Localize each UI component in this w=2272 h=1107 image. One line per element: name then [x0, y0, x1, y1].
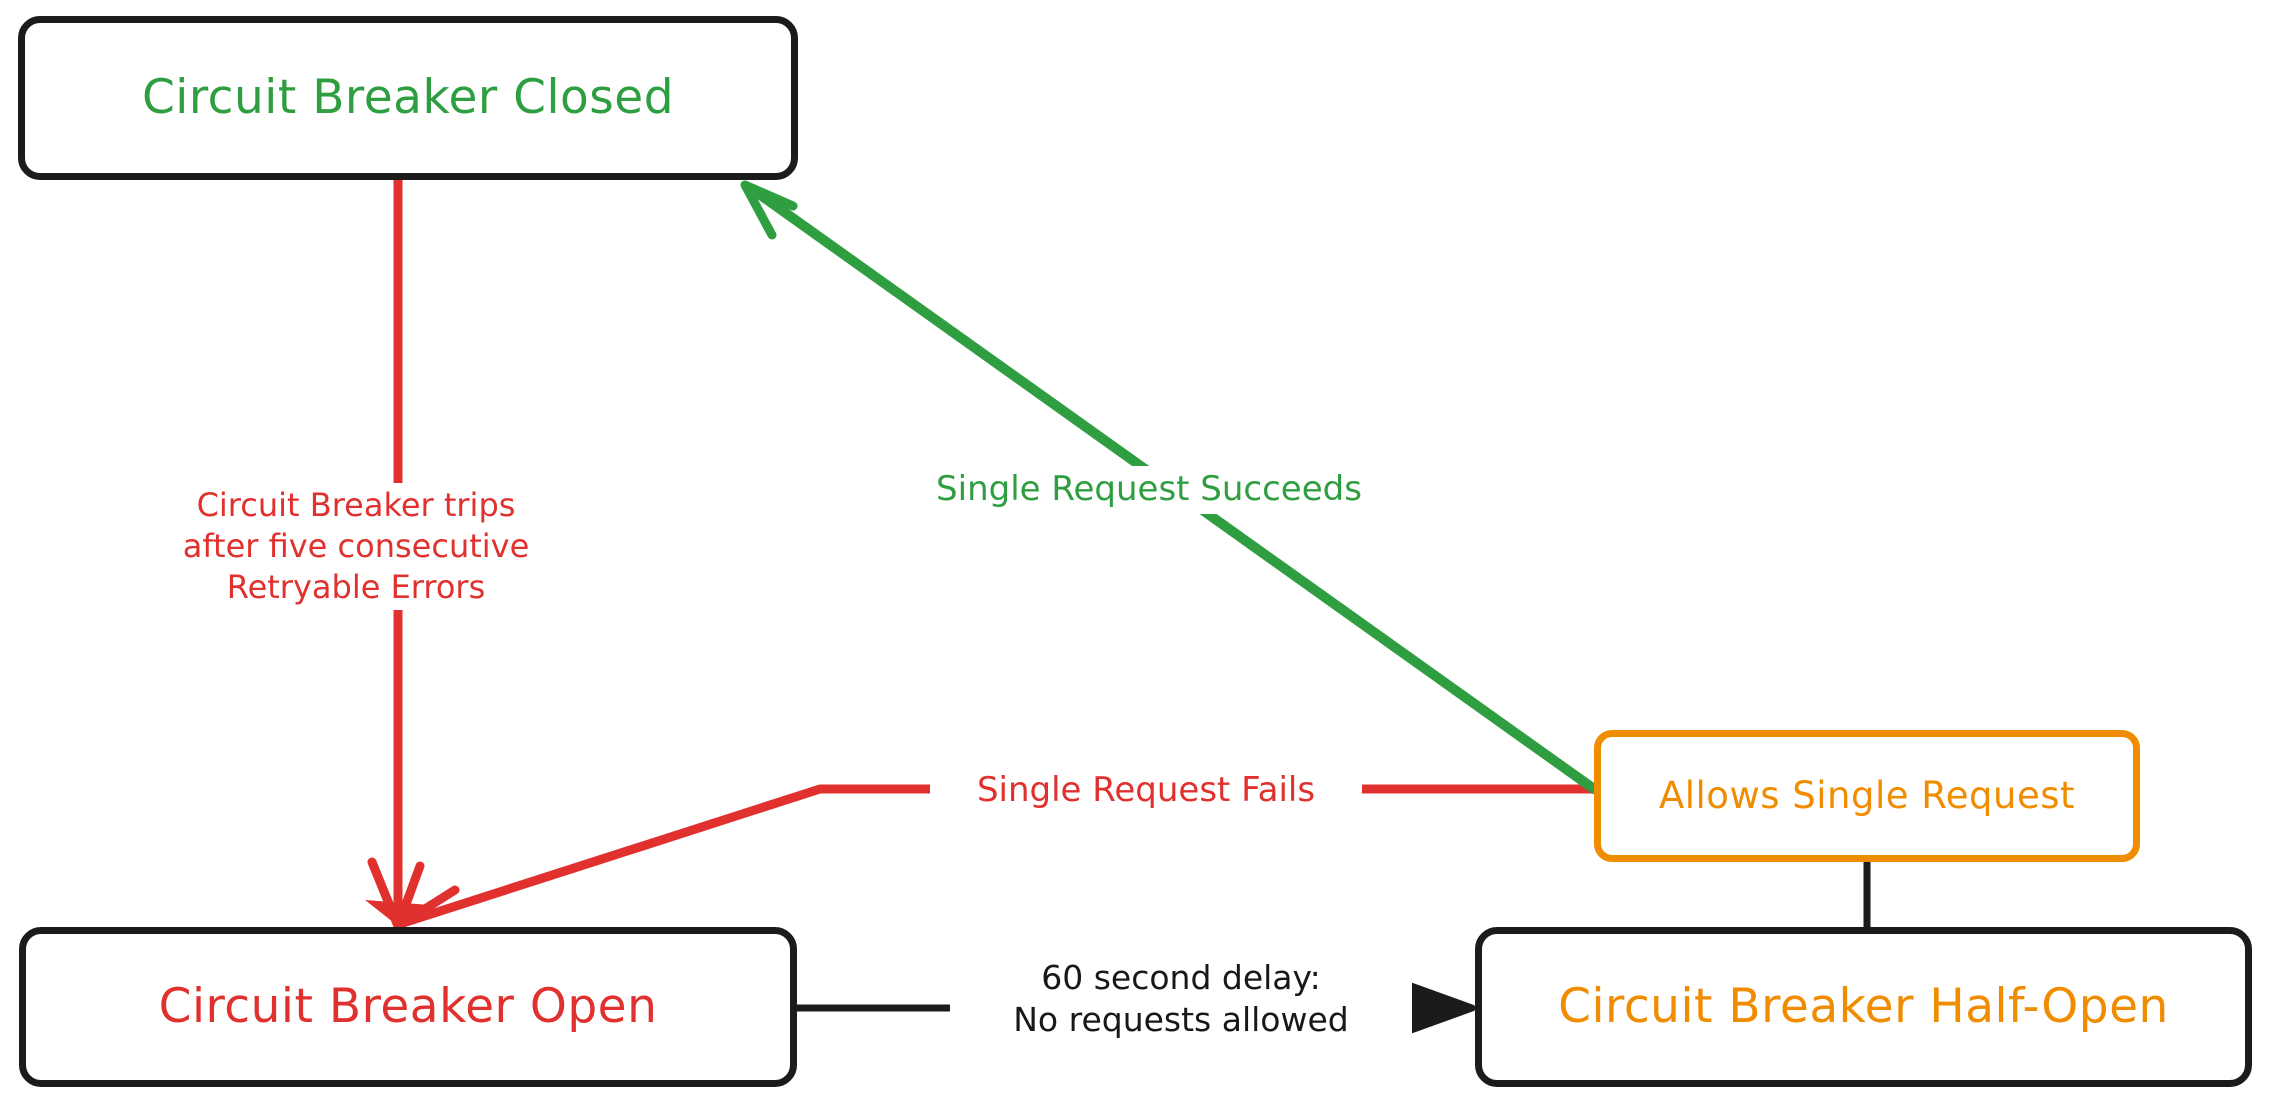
edge-label-single-request-fails: Single Request Fails — [930, 767, 1362, 815]
edge-label-trips: Circuit Breaker trips after five consecu… — [150, 483, 562, 610]
node-allows-single-request-label: Allows Single Request — [1658, 773, 2076, 817]
node-open-label: Circuit Breaker Open — [158, 978, 658, 1034]
node-half-open-label: Circuit Breaker Half-Open — [1558, 978, 2169, 1034]
edge-label-60-second-delay: 60 second delay: No requests allowed — [950, 955, 1412, 1044]
edge-label-single-request-succeeds: Single Request Succeeds — [893, 466, 1405, 514]
node-circuit-breaker-open[interactable]: Circuit Breaker Open — [19, 927, 797, 1087]
node-allows-single-request[interactable]: Allows Single Request — [1594, 730, 2140, 862]
node-closed-label: Circuit Breaker Closed — [141, 69, 675, 125]
node-circuit-breaker-closed[interactable]: Circuit Breaker Closed — [18, 16, 798, 180]
node-circuit-breaker-half-open[interactable]: Circuit Breaker Half-Open — [1475, 927, 2252, 1087]
